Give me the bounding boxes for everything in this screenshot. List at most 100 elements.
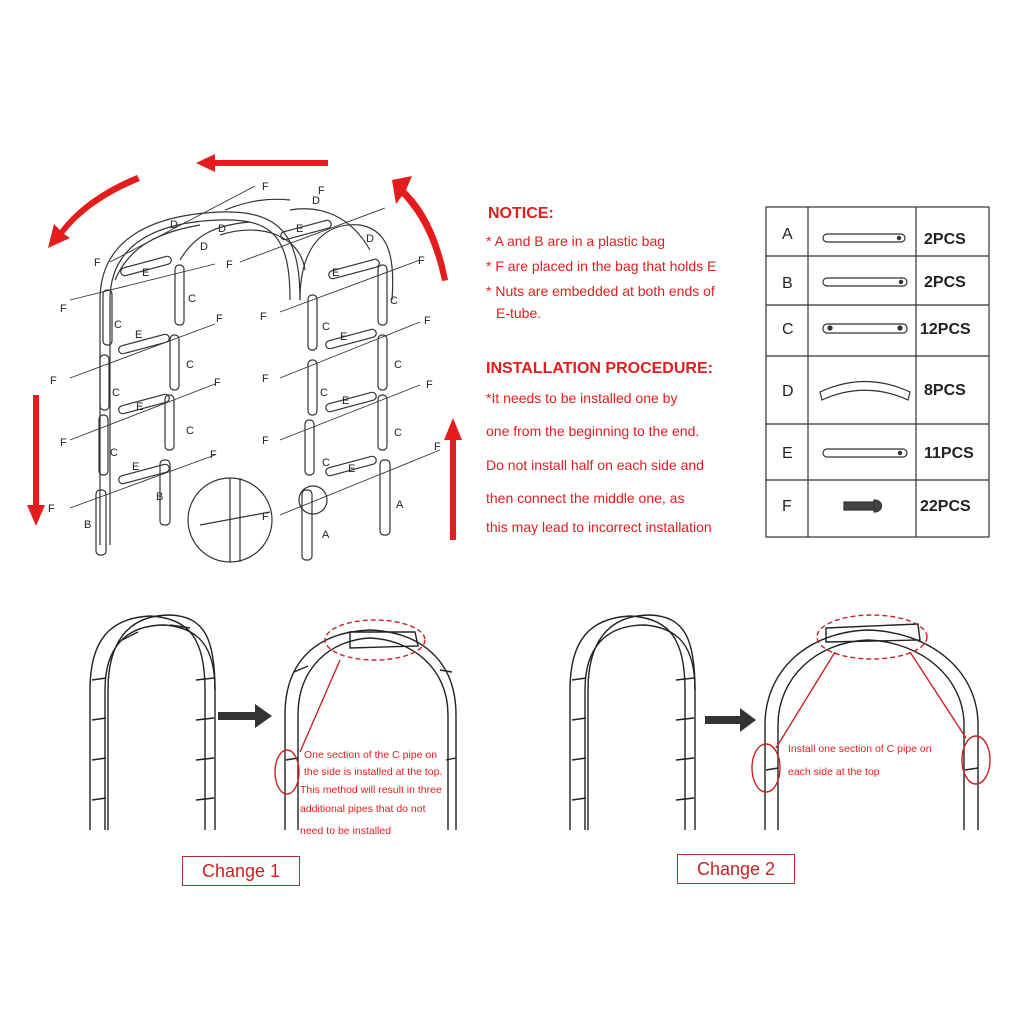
- label-e: E: [142, 267, 149, 279]
- label-f: F: [216, 313, 223, 325]
- label-f: F: [226, 259, 233, 271]
- procedure-line: *It needs to be installed one by: [486, 390, 677, 406]
- arrow-down-icon: [27, 395, 45, 526]
- label-c: C: [186, 425, 194, 437]
- screw-lines: [69, 185, 441, 516]
- front-arch: [299, 224, 394, 561]
- notice-title: NOTICE:: [488, 205, 554, 222]
- svg-text:each side at the top: each side at the top: [788, 766, 880, 778]
- label-a: A: [322, 529, 330, 541]
- direction-arrows: [27, 154, 462, 540]
- svg-text:additional pipes that do not: additional pipes that do not: [300, 803, 426, 815]
- label-a: A: [396, 499, 404, 511]
- change1-note: One section of the C pipe on the side is…: [300, 749, 442, 837]
- label-f: F: [426, 379, 433, 391]
- label-c: C: [394, 427, 402, 439]
- label-f: F: [262, 373, 269, 385]
- label-f: F: [60, 303, 67, 315]
- label-f: F: [262, 181, 269, 193]
- screw-icon: [843, 499, 883, 513]
- notice-item: * A and B are in a plastic bag: [486, 233, 665, 249]
- label-f: F: [214, 377, 221, 389]
- label-e: E: [136, 401, 143, 413]
- svg-text:the side is installed at the t: the side is installed at the top.: [304, 766, 442, 778]
- e-rungs: [118, 219, 380, 485]
- change2-note: Install one section of C pipe on each si…: [788, 743, 932, 778]
- svg-text:22PCS: 22PCS: [920, 498, 971, 515]
- label-c: C: [322, 321, 330, 333]
- label-f: F: [262, 435, 269, 447]
- label-e: E: [348, 463, 355, 475]
- label-d: D: [218, 223, 226, 235]
- label-f: F: [48, 503, 55, 515]
- change1-annotations: [274, 619, 426, 795]
- change2-annotations: [751, 614, 991, 793]
- notice-block: NOTICE: * A and B are in a plastic bag *…: [486, 205, 716, 321]
- parts-table-text: A 2PCS B 2PCS C 12PCS D 8PCS E 11PCS F 2…: [782, 226, 974, 515]
- exploded-arch-diagram: [27, 154, 462, 563]
- svg-text:2PCS: 2PCS: [924, 231, 966, 248]
- label-d: D: [170, 219, 178, 231]
- curved-arrow-down-left-icon: [48, 175, 140, 248]
- label-d: D: [200, 241, 208, 253]
- d-curved-tube-icon: [819, 380, 911, 401]
- diagram-labels: F F D D D D D F F F E E E F F C C C F F …: [48, 181, 441, 541]
- procedure-block: INSTALLATION PROCEDURE: *It needs to be …: [486, 360, 713, 535]
- label-b: B: [84, 519, 91, 531]
- change2-diagram: [569, 614, 979, 830]
- a-tube-icon: [822, 233, 906, 243]
- svg-text:C: C: [782, 321, 794, 338]
- label-c: C: [110, 447, 118, 459]
- label-c: C: [186, 359, 194, 371]
- label-e: E: [135, 329, 142, 341]
- label-f: F: [434, 441, 441, 453]
- label-f: F: [94, 257, 101, 269]
- label-f: F: [262, 511, 269, 523]
- label-c: C: [320, 387, 328, 399]
- label-c: C: [390, 295, 398, 307]
- label-c: C: [322, 457, 330, 469]
- change1-arrow: [218, 704, 272, 728]
- svg-text:A: A: [782, 226, 793, 243]
- svg-text:B: B: [782, 275, 793, 292]
- procedure-line: then connect the middle one, as: [486, 490, 684, 506]
- svg-text:2PCS: 2PCS: [924, 274, 966, 291]
- arrow-left-icon: [196, 154, 328, 172]
- label-f: F: [424, 315, 431, 327]
- label-e: E: [340, 331, 347, 343]
- back-arch: [95, 211, 301, 556]
- label-d: D: [312, 195, 320, 207]
- svg-text:This method will result in thr: This method will result in three: [300, 784, 442, 796]
- procedure-line: this may lead to incorrect installation: [486, 519, 712, 535]
- svg-text:need to be installed: need to be installed: [300, 825, 391, 837]
- svg-text:Install one section of C pipe: Install one section of C pipe on: [788, 743, 932, 755]
- label-f: F: [60, 437, 67, 449]
- svg-text:12PCS: 12PCS: [920, 321, 971, 338]
- label-b: B: [156, 491, 163, 503]
- b-tube-icon: [822, 277, 908, 287]
- notice-item: * F are placed in the bag that holds E: [486, 258, 716, 274]
- label-e: E: [296, 223, 303, 235]
- label-e: E: [342, 395, 349, 407]
- label-c: C: [188, 293, 196, 305]
- label-d: D: [366, 233, 374, 245]
- change1-label: Change 1: [182, 856, 300, 886]
- parts-table: [765, 206, 990, 538]
- label-c: C: [112, 387, 120, 399]
- label-f: F: [260, 311, 267, 323]
- change2-arrow: [705, 708, 756, 732]
- label-f: F: [318, 185, 325, 197]
- svg-text:8PCS: 8PCS: [924, 382, 966, 399]
- svg-text:E: E: [782, 445, 793, 462]
- label-c: C: [114, 319, 122, 331]
- curved-arrow-up-right-icon: [392, 176, 448, 281]
- procedure-line: one from the beginning to the end.: [486, 423, 699, 439]
- procedure-title: INSTALLATION PROCEDURE:: [486, 360, 713, 377]
- notice-item: E-tube.: [496, 305, 541, 321]
- label-f: F: [50, 375, 57, 387]
- label-f: F: [210, 449, 217, 461]
- e-tube-icon: [822, 448, 908, 458]
- svg-text:One section of the C pipe on: One section of the C pipe on: [304, 749, 437, 761]
- svg-text:F: F: [782, 498, 792, 515]
